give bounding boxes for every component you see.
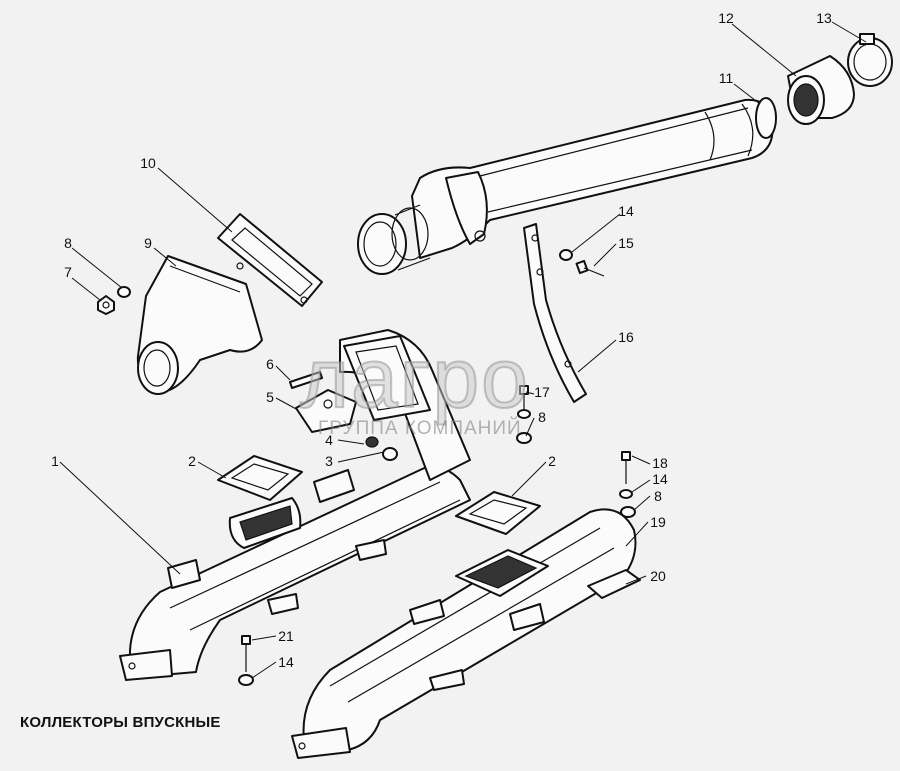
gasket-2-left: [217, 455, 303, 501]
callout-8-mid: 8: [538, 409, 546, 425]
callout-20: 20: [650, 568, 666, 584]
stud-6: [289, 371, 323, 389]
callout-8-top: 8: [64, 235, 72, 251]
callout-14-top: 14: [618, 203, 634, 219]
callout-12: 12: [718, 10, 734, 26]
callout-4: 4: [325, 432, 333, 448]
manifold-1: [119, 329, 471, 681]
washer-8-mid: [516, 432, 532, 444]
callout-19: 19: [650, 514, 666, 530]
bolt-15: [559, 249, 605, 277]
callout-1: 1: [51, 453, 59, 469]
callout-13: 13: [816, 10, 832, 26]
gasket-10: [217, 213, 323, 307]
callout-9: 9: [144, 235, 152, 251]
callout-7: 7: [64, 264, 72, 280]
washer-14-bottom: [238, 674, 254, 686]
leader-lines: [59, 21, 867, 679]
washer-8-right: [620, 506, 636, 518]
gasket-2-right: [455, 491, 541, 535]
callout-2-right: 2: [548, 453, 556, 469]
manifold-19: [291, 508, 637, 759]
intake-pipe-11: [357, 97, 777, 275]
callout-18: 18: [652, 455, 668, 471]
callout-2-left: 2: [188, 453, 196, 469]
washer-14-right: [619, 489, 633, 499]
callout-14-bottom: 14: [278, 654, 294, 670]
callout-10: 10: [140, 155, 156, 171]
washer-3: [382, 447, 398, 461]
callout-21: 21: [278, 628, 294, 644]
elbow-9: [136, 255, 263, 395]
diagram-caption: КОЛЛЕКТОРЫ ВПУСКНЫЕ: [20, 714, 221, 731]
bolt-18: [621, 451, 631, 484]
callout-14-right: 14: [652, 471, 668, 487]
bolt-21: [241, 635, 251, 672]
flange-5: [295, 389, 357, 433]
nut-7: [97, 295, 115, 315]
bracket-16: [523, 223, 587, 403]
sleeve-12: [787, 55, 855, 125]
callout-5: 5: [266, 389, 274, 405]
bolt-17: [517, 385, 531, 419]
callout-16: 16: [618, 329, 634, 345]
clamp-13: [847, 33, 893, 87]
gasket-20: [587, 569, 641, 599]
callout-3: 3: [325, 453, 333, 469]
callout-17: 17: [534, 384, 550, 400]
callout-11: 11: [718, 70, 734, 86]
callout-6: 6: [266, 356, 274, 372]
callout-8-right: 8: [654, 488, 662, 504]
washer-8: [117, 286, 131, 298]
callout-15: 15: [618, 235, 634, 251]
bolt-4: [365, 436, 379, 448]
